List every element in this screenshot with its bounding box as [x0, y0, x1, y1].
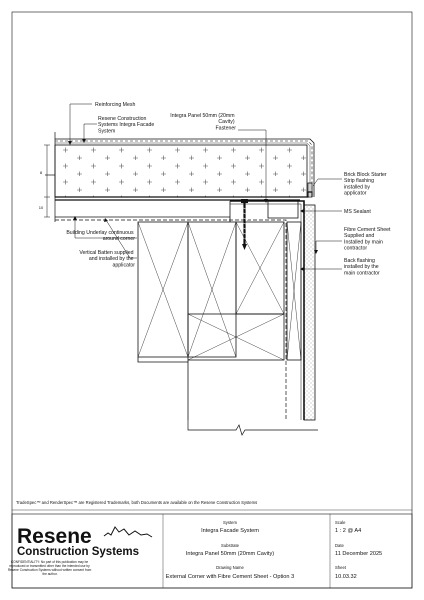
label-reinforcing-mesh: Reinforcing Mesh	[95, 102, 135, 108]
dimension-marks	[44, 144, 50, 218]
label-fibre-cement: Fibre Cement Sheet Supplied and Installe…	[344, 227, 392, 252]
leader-lines	[69, 103, 342, 270]
system-value: Integra Facade System	[201, 528, 259, 534]
break-lines	[45, 132, 318, 436]
detail-drawing: 8 10 Reinforcing Mesh	[39, 102, 392, 436]
resene-logo: Resene Construction Systems CONFIDENTIAL…	[8, 525, 153, 576]
label-building-underlay: Building Underlay continuous around corn…	[66, 230, 135, 242]
reinforcing-mesh	[55, 140, 313, 197]
trademark-note: TradeSpec™ and RenderSpec™ are Registere…	[16, 500, 257, 505]
dim-label-2: 10	[39, 205, 44, 210]
scale-label: Scale	[335, 520, 346, 525]
corner-flashing	[230, 200, 305, 420]
substrate-label: Substrate	[221, 543, 240, 548]
panel-fastener	[240, 199, 249, 250]
integra-panel	[54, 144, 308, 198]
drawing-name-label: Drawing Name	[216, 565, 244, 570]
logo-word: Resene	[17, 525, 92, 548]
corner-batten	[267, 200, 299, 219]
title-block-frame	[11, 513, 413, 589]
label-ms-sealant: MS Sealant	[344, 209, 371, 215]
date-label: Date	[335, 543, 345, 548]
starter-angle	[307, 182, 313, 198]
label-vertical-batten: Vertical Batten supplied and installed b…	[79, 250, 135, 268]
back-flashing	[230, 203, 302, 420]
confidentiality-note: CONFIDENTIALITY: No part of this publica…	[8, 560, 92, 576]
timber-framing	[137, 221, 302, 420]
system-label: System	[223, 520, 237, 525]
label-brick-block: Brick Block Starter Strip flashing insta…	[344, 172, 388, 197]
sheet-value: 10.03.32	[335, 574, 357, 580]
logo-skyline-icon	[103, 526, 153, 538]
date-value: 11 December 2025	[335, 551, 382, 557]
label-integra-system: Resene Construction Systems Integra Faca…	[98, 116, 156, 134]
dim-label-1: 8	[40, 170, 43, 175]
label-panel-fastener: Integra Panel 50mm (20mm Cavity) Fastene…	[170, 113, 236, 131]
coating-layer	[55, 138, 315, 197]
drawing-name-value: External Corner with Fibre Cement Sheet …	[166, 574, 294, 580]
building-underlay	[55, 219, 287, 420]
title-block: Resene Construction Systems CONFIDENTIAL…	[8, 513, 413, 589]
logo-subtitle: Construction Systems	[17, 546, 139, 558]
coating-layer-inner	[55, 142, 311, 196]
scale-value: 1 : 2 @ A4	[335, 528, 361, 534]
fibre-cement-sheet	[303, 204, 316, 421]
label-back-flashing: Back flashing installed by the main cont…	[344, 258, 380, 276]
leader-arrows	[68, 139, 318, 271]
sheet-label: Sheet	[335, 565, 347, 570]
substrate-value: Integra Panel 50mm (20mm Cavity)	[186, 551, 274, 557]
